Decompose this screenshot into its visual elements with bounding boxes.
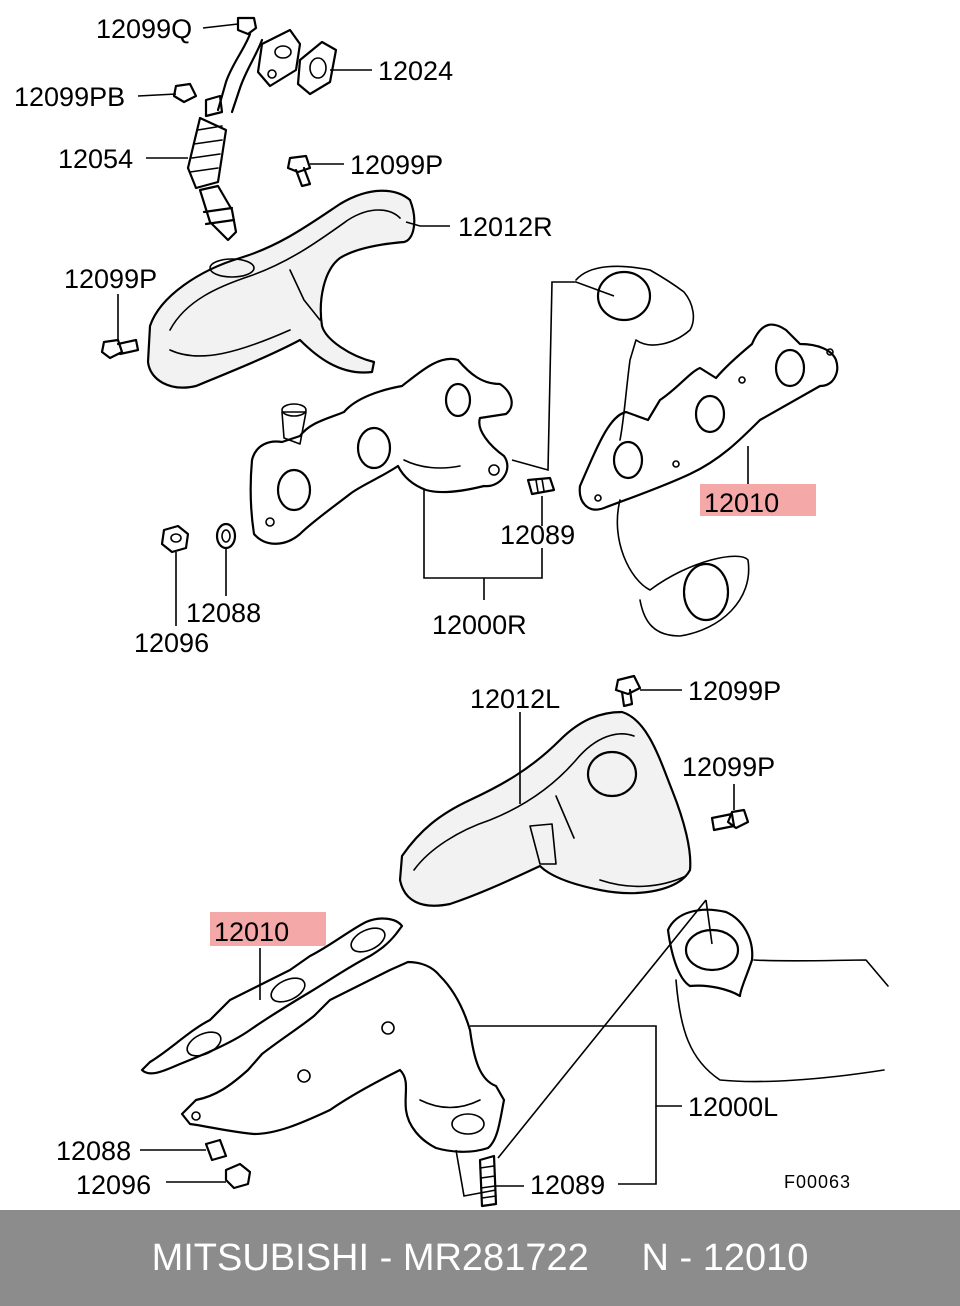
footer-bar: MITSUBISHI - MR281722 N - 12010 [0, 1210, 960, 1306]
nut-washer-bottom [204, 1138, 252, 1190]
label-12088-top: 12088 [186, 598, 261, 628]
stud-12089-bottom [478, 1154, 498, 1208]
gasket-12010-top [578, 323, 839, 511]
oil-pipe-assembly [172, 16, 338, 242]
label-12099P-c: 12099P [688, 676, 781, 706]
label-12099P-b: 12099P [64, 264, 157, 294]
leader-lines [117, 23, 749, 1197]
label-12010-bottom: 12010 [214, 917, 289, 947]
bolt-12099P-lower-b [710, 808, 750, 832]
highlight-12010-bottom [210, 912, 326, 946]
label-12088-bottom: 12088 [56, 1136, 131, 1166]
label-12096-bottom: 12096 [76, 1170, 151, 1200]
label-12012R: 12012R [458, 212, 553, 242]
label-12000L: 12000L [688, 1092, 778, 1122]
bolt-12099P-lower-a [614, 674, 642, 708]
highlight-12010-top [700, 484, 816, 516]
label-12089-top: 12089 [500, 520, 575, 550]
label-12099P-d: 12099P [682, 752, 775, 782]
label-12010-top: 12010 [704, 488, 779, 518]
bolt-12099P-left [100, 338, 140, 360]
bolt-12099P-upper [286, 154, 312, 188]
label-12099Q: 12099Q [96, 14, 192, 44]
manifold-outline-right [575, 265, 750, 637]
heat-shield-12012L [398, 710, 692, 907]
label-12096-top: 12096 [134, 628, 209, 658]
nut-washer-top [160, 522, 237, 554]
exhaust-manifold-diagram: 12099Q 12024 12099PB 12054 12099P 12012R… [14, 14, 889, 1208]
pipe-outline-right [666, 908, 889, 1083]
label-12089-bottom: 12089 [530, 1170, 605, 1200]
stud-12089-top [526, 476, 556, 496]
exhaust-manifold-12000R [249, 357, 513, 545]
label-12099PB: 12099PB [14, 82, 125, 112]
heat-shield-12012R [146, 189, 416, 389]
footer-part-text: MITSUBISHI - MR281722 N - 12010 [151, 1236, 809, 1279]
figure-code: F00063 [784, 1172, 851, 1192]
label-12012L: 12012L [470, 684, 560, 714]
exhaust-manifold-12000L [180, 960, 506, 1153]
label-12054: 12054 [58, 144, 133, 174]
label-12000R: 12000R [432, 610, 527, 640]
gasket-12010-bottom [140, 917, 404, 1075]
label-12024: 12024 [378, 56, 453, 86]
label-12099P-a: 12099P [350, 150, 443, 180]
